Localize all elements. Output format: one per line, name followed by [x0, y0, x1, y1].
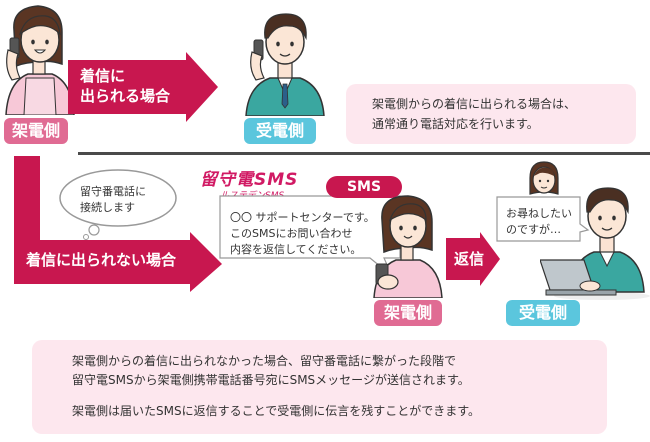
answered-arrow-label: 着信に 出られる場合 — [80, 67, 171, 105]
caller-woman-sms-illustration — [373, 195, 443, 298]
reply-arrow-label: 返信 — [454, 250, 485, 268]
callee-badge-bottom: 受電側 — [506, 300, 580, 326]
answered-arrow — [68, 52, 218, 122]
unanswered-note-panel — [32, 340, 607, 434]
voicemail-bubble — [59, 169, 177, 240]
caller-badge-bottom: 架電側 — [374, 300, 442, 326]
unanswered-arrow-label: 着信に出られない場合 — [26, 251, 177, 269]
answered-note-panel — [346, 84, 636, 144]
caller-woman-inset-icon — [529, 161, 559, 195]
callee-badge-top: 受電側 — [244, 118, 316, 144]
callee-speech-bubble — [496, 196, 590, 242]
caller-badge-top: 架電側 — [4, 118, 68, 144]
callee-man-illustration — [245, 13, 325, 116]
sms-tag: SMS — [326, 176, 402, 198]
answered-note-text: 架電側からの着信に出られる場合は、 通常通り電話対応を行います。 — [372, 97, 577, 131]
unanswered-note-text: 架電側からの着信に出られなかった場合、留守番電話に繋がった段階で 留守電SMSか… — [72, 354, 481, 418]
reply-arrow — [446, 232, 500, 286]
logo-main: 留守電SMS — [200, 170, 299, 190]
voicemail-bubble-text: 留守番電話に 接続します — [80, 185, 146, 214]
callee-man-laptop-illustration — [540, 187, 650, 300]
sms-message-text: 〇〇 サポートセンターです。 このSMSにお問い合わせ 内容を返信してください。 — [230, 211, 375, 256]
unanswered-arrow — [14, 156, 222, 292]
callee-speech-text: お尋ねしたい のですが… — [506, 207, 572, 236]
section-divider — [78, 152, 650, 155]
